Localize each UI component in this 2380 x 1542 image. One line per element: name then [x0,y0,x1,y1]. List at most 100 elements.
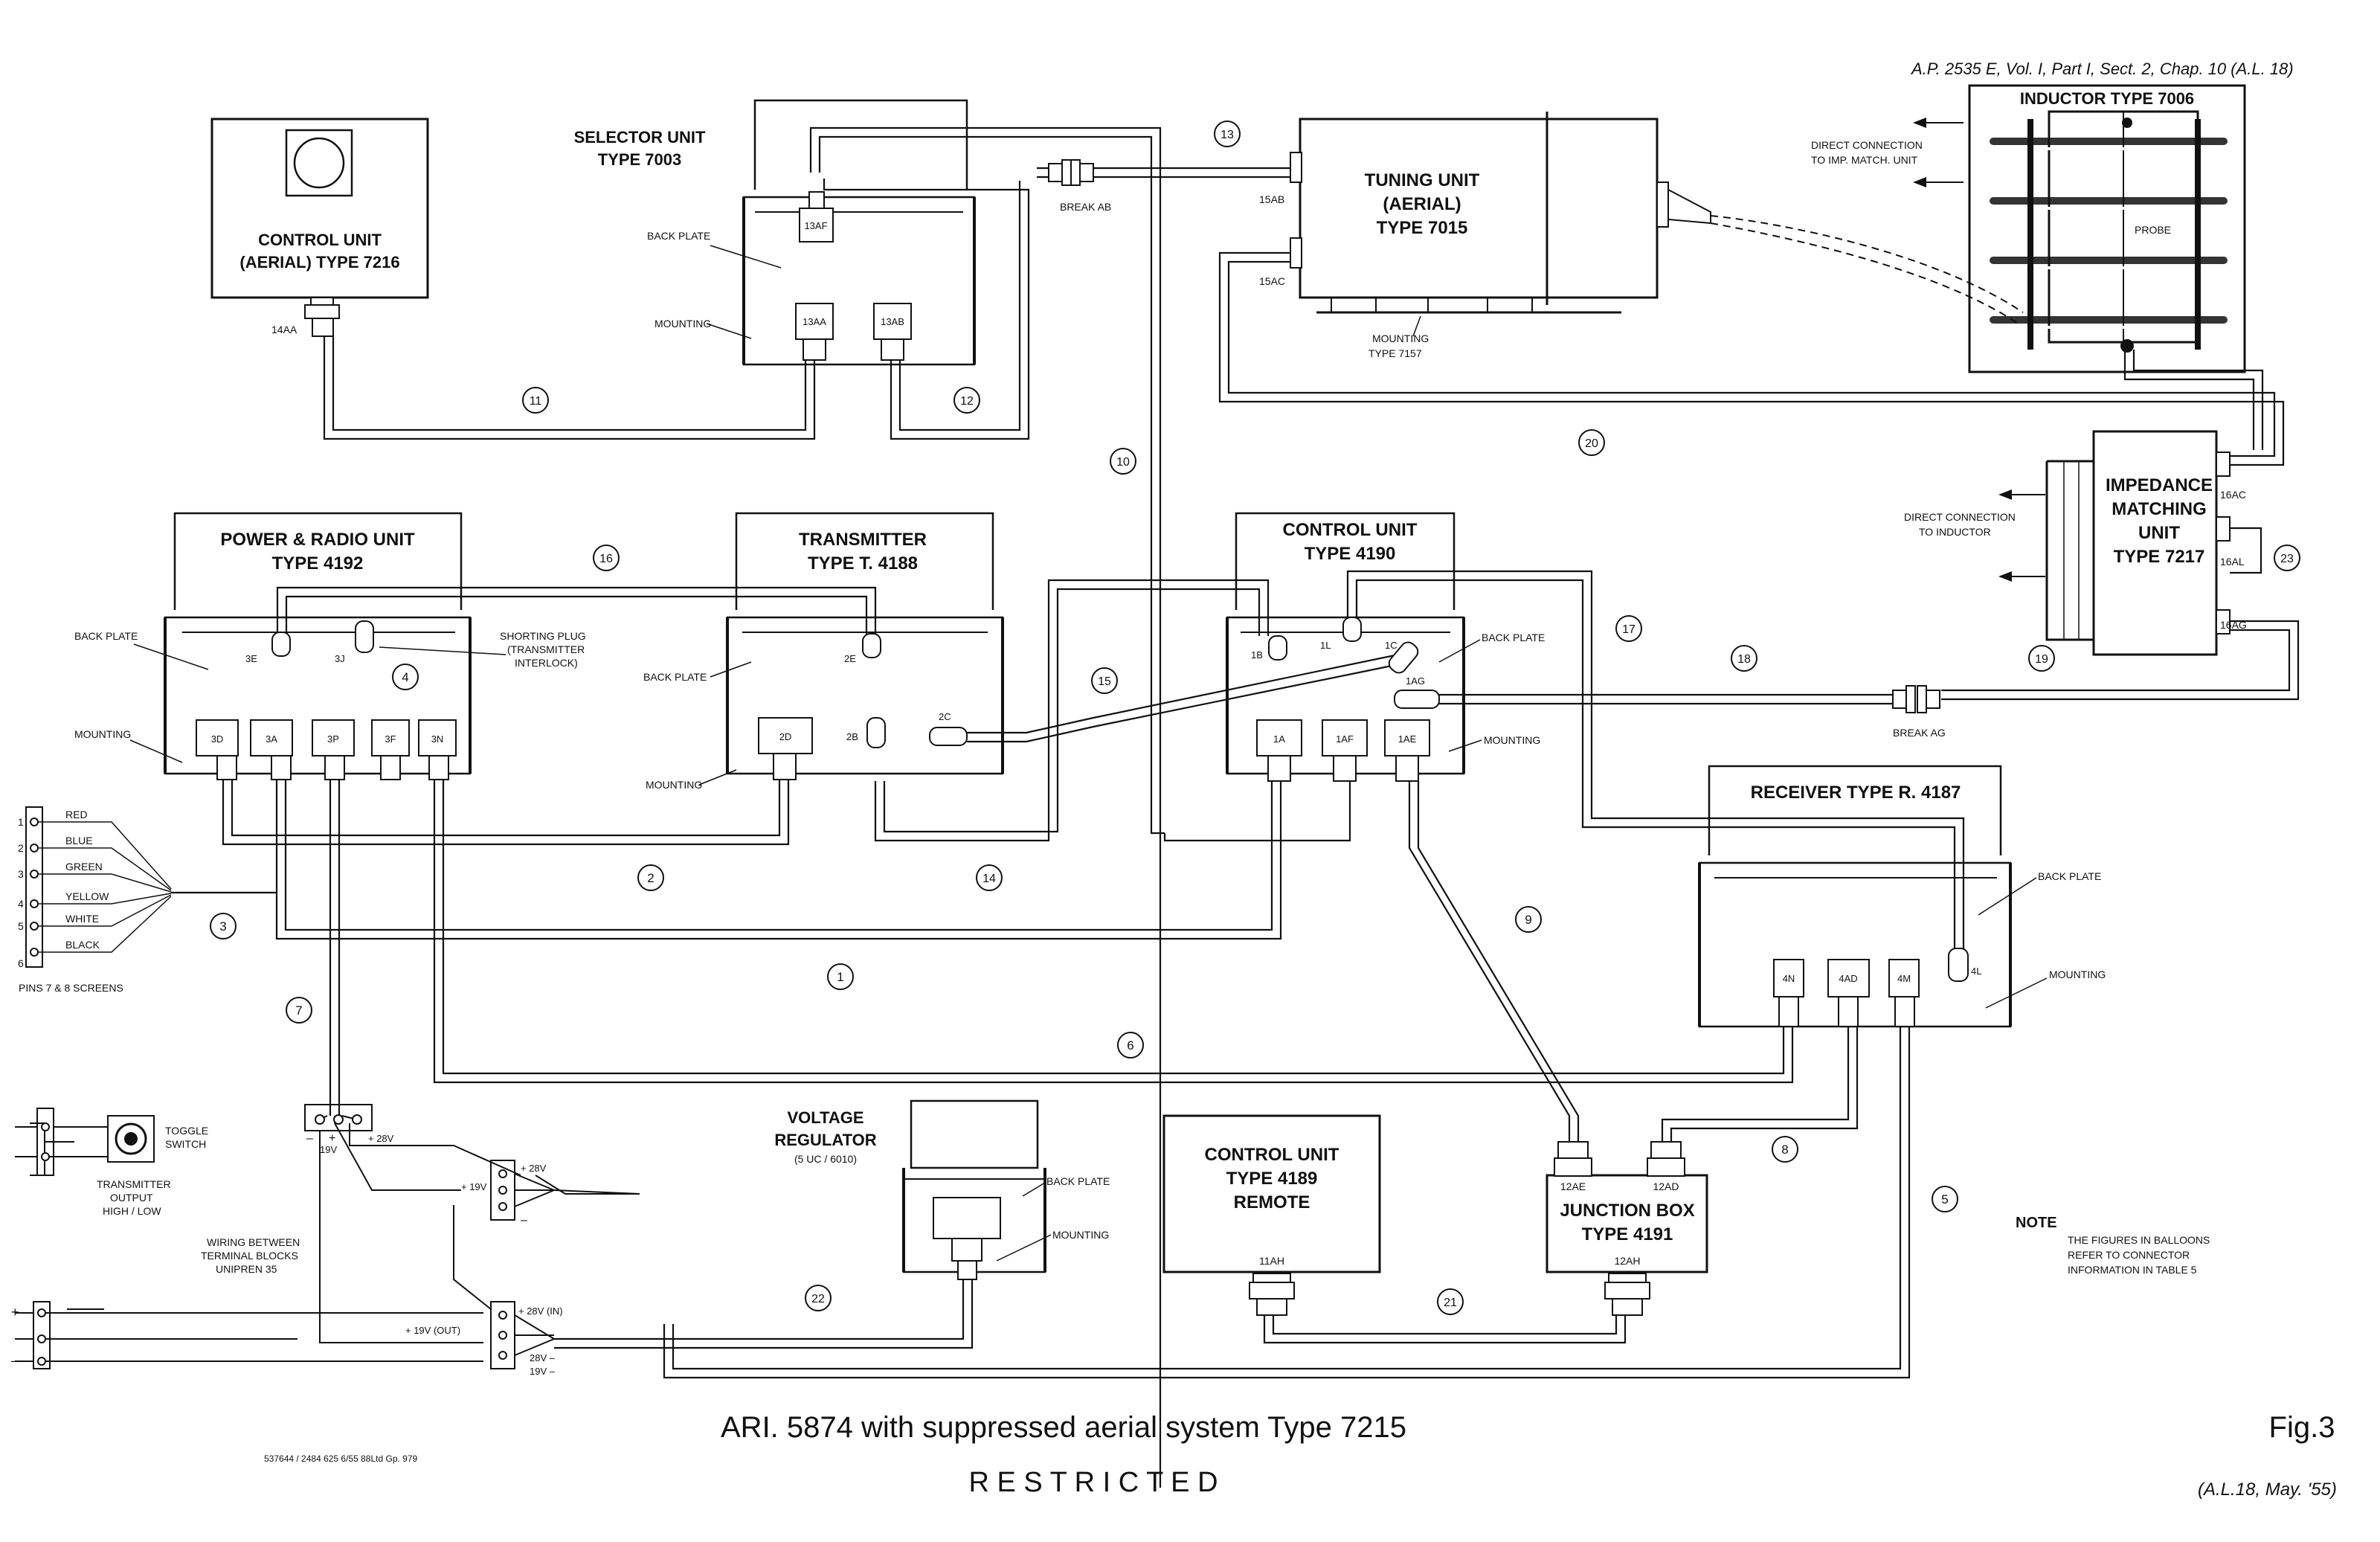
imp-16ac: 16AC [2220,489,2246,501]
cu4190-1c: 1C [1385,640,1398,651]
pr-3d: 3D [211,733,224,745]
toggle-out-2: OUTPUT [110,1192,153,1204]
balloon-1: 1 [827,963,854,990]
balloon-5: 5 [1932,1186,1958,1212]
note-line3: INFORMATION IN TABLE 5 [2068,1264,2197,1276]
balloon-21: 21 [1437,1288,1464,1315]
pin-num-2: 2 [18,842,24,854]
svg-text:18: 18 [1737,653,1751,666]
terminal-block-top: – + 19V + 28V [304,1104,394,1155]
pr-back-plate: BACK PLATE [74,630,138,642]
pr-3e: 3E [245,653,257,664]
pins-screens: PINS 7 & 8 SCREENS [19,982,123,994]
cu7216-line2: (AERIAL) TYPE 7216 [239,253,399,272]
tb-mid-28v: + 28V [521,1163,547,1174]
svg-text:20: 20 [1585,437,1598,450]
svg-text:21: 21 [1444,1297,1457,1309]
pr-3a: 3A [266,733,277,745]
diagram-title: ARI. 5874 with suppressed aerial system … [721,1411,1406,1444]
toggle-out-3: HIGH / LOW [103,1205,161,1217]
balloon-7: 7 [286,997,312,1024]
receiver-unit: RECEIVER TYPE R. 4187 BACK PLATE MOUNTIN… [1698,765,2106,1028]
jb-line2: TYPE 4191 [1582,1224,1673,1244]
tx-2b: 2B [846,731,858,742]
cu7216-line1: CONTROL UNIT [258,231,382,249]
wiring-note-2: TERMINAL BLOCKS [201,1250,298,1262]
junction-box: 12AE 12AD JUNCTION BOX TYPE 4191 12AH [1546,1141,1708,1316]
balloon-11: 11 [522,387,549,414]
imp-direct-2: TO INDUCTOR [1919,526,1991,538]
selector-title-2: TYPE 7003 [598,150,682,169]
figure-number: Fig.3 [2269,1411,2335,1444]
rx-back-plate: BACK PLATE [2038,870,2101,882]
tuning-mounting: MOUNTING [1372,333,1429,344]
control-unit-4190: CONTROL UNIT TYPE 4190 1B 1L 1C 1AG BACK… [1226,512,1545,782]
terminal-wiring [15,1115,640,1362]
balloon-15: 15 [1091,667,1118,694]
svg-text:23: 23 [2280,553,2294,565]
cu4190-1b: 1B [1251,649,1263,661]
aerial-link-2 [1710,222,2018,324]
vr-back-plate: BACK PLATE [1046,1175,1110,1187]
vr-line3: (5 UC / 6010) [794,1153,857,1165]
imp-direct-1: DIRECT CONNECTION [1904,511,2016,523]
voltage-regulator: VOLTAGE REGULATOR (5 UC / 6010) BACK PLA… [774,1099,1110,1280]
selector-13ab: 13AB [881,316,904,327]
shorting-plug-1: SHORTING PLUG [500,630,586,642]
inductor-direct-1: DIRECT CONNECTION [1811,139,1923,151]
terminal-block-mid: + 28V + 19V – [461,1160,640,1227]
pin-color-blue: BLUE [65,835,93,847]
toggle-label-2: SWITCH [165,1138,206,1150]
cu4190-1ae: 1AE [1398,733,1417,745]
balloon-18: 18 [1731,645,1757,672]
toggle-label-1: TOGGLE [165,1125,208,1137]
rx-4m: 4M [1897,973,1911,984]
pin-num-5: 5 [18,920,24,932]
note-block: NOTE THE FIGURES IN BALLOONS REFER TO CO… [2016,1215,2210,1276]
balloon-23: 23 [2274,544,2300,571]
pr-line2: TYPE 4192 [272,553,364,574]
wiring-note-3: UNIPREN 35 [216,1263,277,1275]
cu4190-1l: 1L [1320,640,1331,651]
balloon-8: 8 [1772,1136,1798,1163]
tb-top-plus: + [329,1132,335,1145]
break-ag: BREAK AG [1892,685,1946,739]
tx-line2: TYPE T. 4188 [808,553,918,574]
cu4190-1a: 1A [1273,733,1285,745]
selector-unit: SELECTOR UNIT TYPE 7003 BACK PLATE MOUNT… [574,99,976,366]
tb-top-19v: 19V [320,1144,337,1155]
imp-16al: 16AL [2220,556,2245,568]
inductor-7006: INDUCTOR TYPE 7006 PROBE DIRECT CONNECTI… [1811,84,2246,373]
svg-text:17: 17 [1622,623,1636,636]
rx-4n: 4N [1783,973,1795,984]
cu4189-line3: REMOTE [1234,1192,1310,1212]
selector-13af: 13AF [804,220,827,231]
wiring-note-1: WIRING BETWEEN [207,1236,300,1248]
tb-bot-19v: 19V – [530,1366,556,1377]
shorting-plug-2: (TRANSMITTER [507,643,585,655]
inductor-direct-2: TO IMP. MATCH. UNIT [1811,154,1918,166]
break-ab: BREAK AB [1048,159,1111,213]
svg-text:22: 22 [811,1293,825,1305]
supply-minus: – [11,1353,19,1368]
svg-text:6: 6 [1127,1038,1133,1053]
vr-line2: REGULATOR [774,1131,876,1149]
tx-2e: 2E [844,653,856,664]
svg-text:10: 10 [1116,456,1130,469]
cu4189-line2: TYPE 4189 [1226,1169,1318,1189]
tx-line1: TRANSMITTER [799,530,927,550]
svg-text:14: 14 [982,873,996,885]
pin-color-red: RED [65,809,88,820]
tb-bot-28v: 28V – [530,1352,556,1363]
tb-top-28v: + 28V [368,1133,394,1144]
jb-12ad: 12AD [1653,1180,1679,1192]
svg-text:11: 11 [530,395,542,408]
tx-2d: 2D [779,731,792,742]
cu4189-line1: CONTROL UNIT [1205,1145,1339,1165]
svg-text:19: 19 [2035,653,2048,666]
tb-mid-minus: – [521,1214,527,1227]
balloon-17: 17 [1615,615,1642,642]
tx-mounting: MOUNTING [646,779,702,791]
svg-text:9: 9 [1525,913,1531,927]
